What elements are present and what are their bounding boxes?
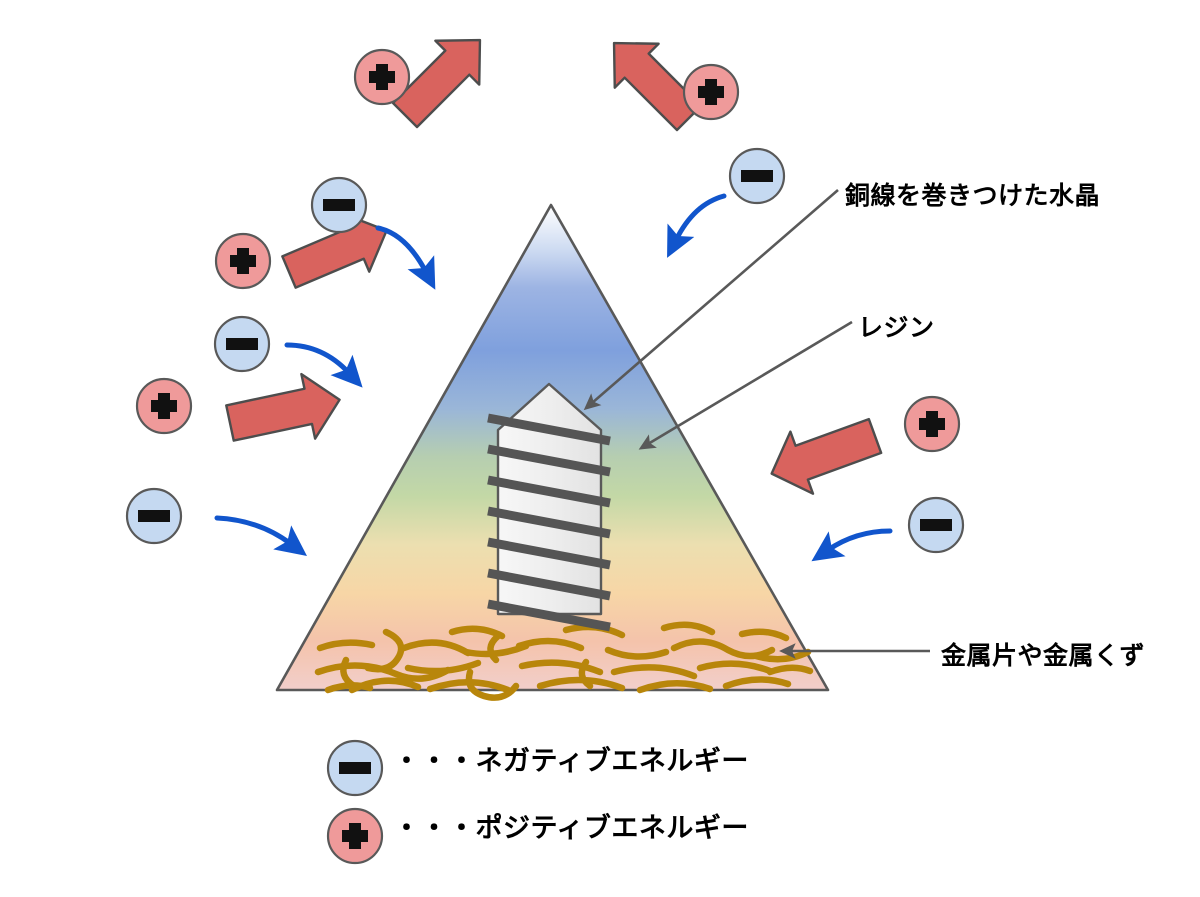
curved-arrows [214, 193, 893, 562]
block-arrows [225, 38, 883, 495]
positive-marker-right [903, 395, 961, 453]
callout-line-crystal [583, 189, 839, 411]
legend-item-negative: ・・・ネガティブエネルギー [327, 739, 749, 778]
legend-negative-icon [326, 739, 384, 797]
block-arrow-right [770, 417, 883, 495]
legend-negative-label: ・・・ネガティブエネルギー [393, 746, 749, 776]
block-arrow-up-left [391, 38, 482, 129]
legend-positive-label: ・・・ポジティブエネルギー [393, 813, 749, 843]
callout-lines [583, 189, 930, 659]
legend-symbols [326, 739, 384, 865]
negative-marker-mid-left [213, 315, 271, 373]
block-arrow-left-lower [225, 372, 341, 442]
curved-arrow-inward-lower-left [214, 515, 308, 556]
curved-arrow-inward-right [811, 528, 893, 562]
negative-markers [125, 147, 965, 554]
curved-arrow-inward-top-right [667, 193, 727, 258]
negative-marker-right [907, 496, 965, 554]
positive-marker-top-right [682, 63, 740, 121]
negative-marker-top-right [728, 147, 786, 205]
callout-label-crystal: 銅線を巻きつけた水晶 [845, 182, 1101, 210]
legend-item-positive: ・・・ポジティブエネルギー [327, 806, 749, 845]
metal-shavings [314, 621, 814, 701]
negative-marker-lower-left [125, 487, 183, 545]
callout-line-resin [638, 320, 853, 450]
callout-label-metal: 金属片や金属くず [941, 642, 1146, 670]
negative-marker-top-left [310, 176, 368, 234]
curved-arrow-inward-top-left [375, 225, 436, 290]
copper-wire-wraps [487, 413, 611, 632]
positive-marker-top-left [353, 48, 411, 106]
curved-arrow-inward-mid-left [284, 342, 363, 388]
positive-marker-mid-left [135, 377, 193, 435]
callout-label-resin: レジン [858, 314, 935, 342]
positive-markers [135, 48, 961, 453]
positive-marker-upper-left [214, 232, 272, 290]
quartz-crystal [487, 382, 611, 632]
legend-positive-icon [326, 807, 384, 865]
